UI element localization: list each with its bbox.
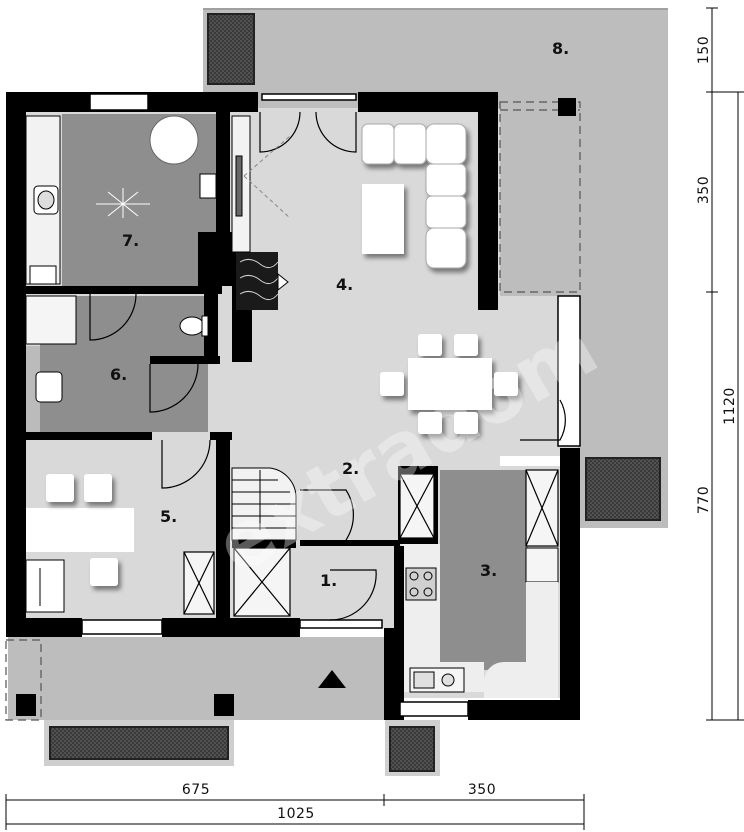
- room-label-8: 8.: [552, 39, 569, 58]
- room-3-floor: [440, 470, 528, 670]
- planter-bottom-left: [49, 726, 229, 760]
- room-label-2: 2.: [342, 459, 359, 478]
- coffee-table: [362, 184, 404, 254]
- bathroom-fixtures: [25, 115, 217, 285]
- cabinets: [183, 469, 559, 617]
- wall-unit: [231, 115, 291, 253]
- room-label-6: 6.: [110, 365, 127, 384]
- room-label-3: 3.: [480, 561, 497, 580]
- planter-top-left: [207, 13, 255, 85]
- dim-bottom-left: 675: [182, 782, 210, 798]
- staircase: [231, 467, 297, 541]
- kitchen-counter-right: [526, 582, 558, 698]
- kitchen-counter-curve: [484, 661, 526, 698]
- post-bottom-left: [16, 694, 36, 716]
- post-bottom-mid: [214, 694, 234, 716]
- fridge: [525, 547, 559, 583]
- dining-set: [380, 334, 518, 434]
- office-furniture: [25, 474, 134, 613]
- pergola-post: [558, 98, 576, 116]
- room-label-7: 7.: [122, 231, 139, 250]
- planter-right: [585, 457, 661, 521]
- sofa: [361, 123, 467, 269]
- dimension-lines-right: [706, 7, 744, 721]
- dim-right-total: 1120: [722, 387, 738, 425]
- entrance-arrow: [318, 670, 346, 688]
- dim-bottom-right: 350: [468, 782, 496, 798]
- room-label-5: 5.: [160, 507, 177, 526]
- kitchen-sink: [409, 667, 465, 693]
- dim-right-top: 150: [696, 36, 712, 64]
- room-label-1: 1.: [320, 571, 337, 590]
- planter-bottom-right: [389, 726, 435, 772]
- fireplace: [236, 252, 289, 310]
- dim-right-middle: 350: [696, 176, 712, 204]
- outer-walls: [6, 92, 580, 720]
- door-swings: [89, 111, 566, 621]
- toilet-fixtures: [25, 295, 209, 432]
- room-label-4: 4.: [336, 275, 353, 294]
- dimension-lines-bottom: [5, 794, 585, 830]
- stove: [405, 567, 437, 601]
- dim-right-bottom: 770: [696, 486, 712, 514]
- dim-bottom-total: 1025: [277, 806, 315, 822]
